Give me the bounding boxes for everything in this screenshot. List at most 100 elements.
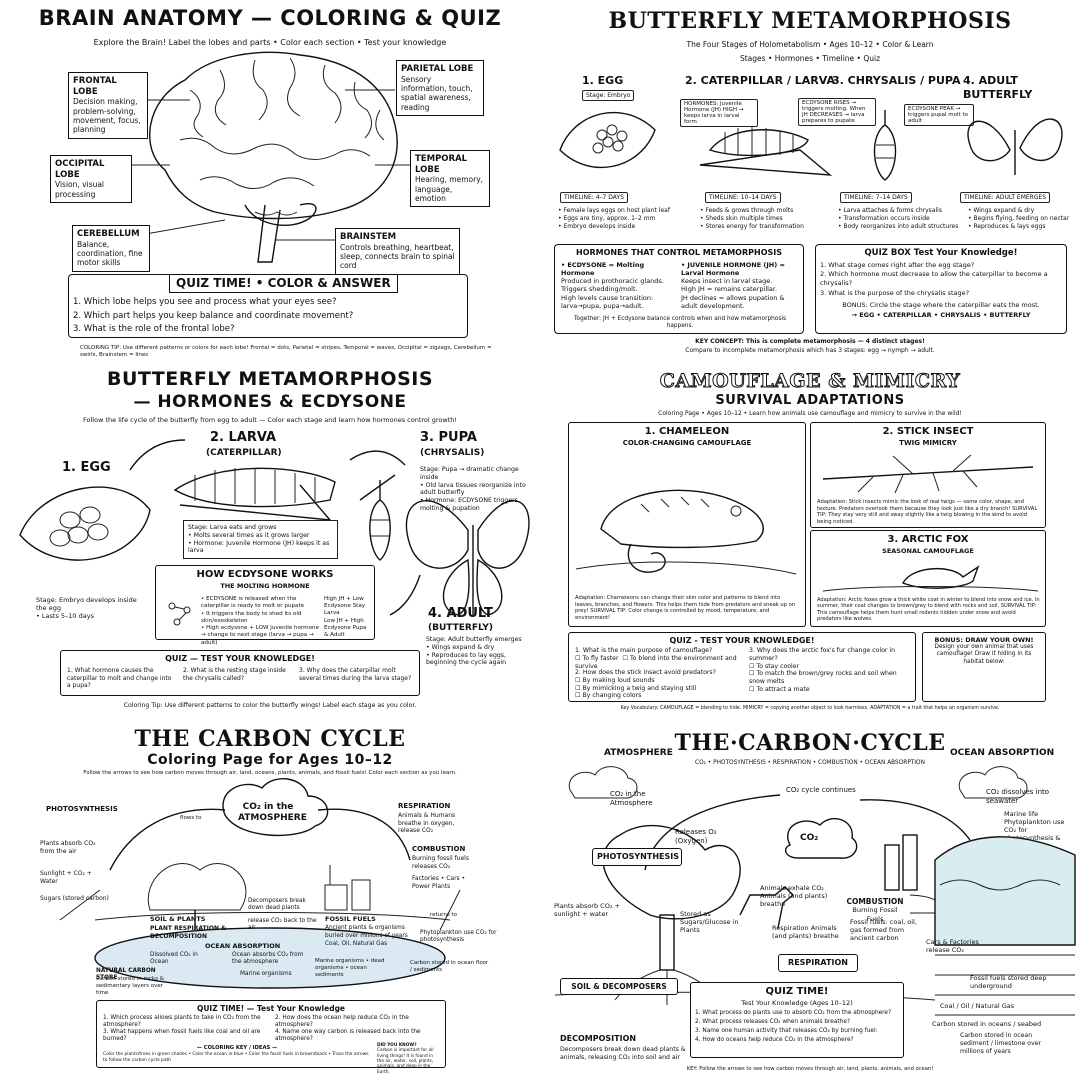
respiration-badge: RESPIRATION [778, 954, 858, 972]
ocean-absorption-heading: OCEAN ABSORPTION [950, 748, 1055, 758]
combustion-note: Burning fossil fuels releases CO₂ [412, 855, 469, 870]
butterfly2-title-line2: — HORMONES & ECDYSONE [133, 392, 407, 412]
stick-insect-heading: 2. STICK INSECT [882, 426, 974, 437]
carbon1-title: THE CARBON CYCLE [134, 726, 406, 752]
photosynthesis-badge: PHOTOSYNTHESIS [592, 848, 682, 866]
camouflage-worksheet: CAMOUFLAGE & MIMICRY SURVIVAL ADAPTATION… [540, 360, 1080, 720]
brain-quiz-q2: 2. Which part helps you keep balance and… [73, 310, 354, 321]
butterfly2-coloring-tip: Coloring Tip: Use different patterns to … [123, 702, 417, 709]
brain-worksheet: BRAIN ANATOMY — COLORING & QUIZ Explore … [0, 0, 540, 360]
coal-oil-gas-note: Coal / Oil / Natural Gas [940, 1002, 1015, 1010]
coloring-key-text: Color the plants/trees in green shades •… [103, 1052, 369, 1063]
high-jh-note: High JH + Low Ecdysone Stay Larva [324, 596, 366, 616]
hormones-box: HORMONES THAT CONTROL METAMORPHOSIS • EC… [554, 244, 804, 334]
jh-point: JH declines = allows pupation & adult de… [681, 293, 785, 310]
marine-organisms-label: Marine organisms [240, 971, 292, 977]
carbon2-quiz-box: QUIZ TIME! Test Your Knowledge (Ages 10–… [690, 982, 904, 1058]
carbon1-quiz-title: QUIZ TIME! — Test Your Knowledge [196, 1004, 346, 1013]
sugars-label: Sugars (stored carbon) [40, 895, 109, 902]
pupa-heading: 3. PUPA [420, 430, 477, 445]
adult-heading: 4. ADULT [428, 606, 493, 621]
ocean-absorbs-label: Ocean absorbs CO₂ from the atmosphere [232, 952, 304, 966]
cycle-continues-label: CO₂ cycle continues [786, 786, 856, 794]
camo-quiz-title: QUIZ - TEST YOUR KNOWLEDGE! [669, 636, 815, 645]
butterfly2-title: BUTTERFLY METAMORPHOSIS [106, 368, 434, 390]
natural-carbon-store-label: NATURAL CARBON STORE [96, 968, 156, 982]
jh-point: High JH = remains caterpillar. [681, 285, 778, 294]
butterfly1-quiz-title: QUIZ BOX Test Your Knowledge! [864, 248, 1018, 258]
ecdysone-box: HOW ECDYSONE WORKS THE MOLTING HORMONE E… [155, 565, 375, 646]
chameleon-heading: 1. CHAMELEON [644, 426, 730, 437]
butterfly2-quiz-title: QUIZ — TEST YOUR KNOWLEDGE! [165, 654, 315, 663]
larva-subheading: (CATERPILLAR) [206, 448, 282, 458]
bonus-text: Design your own animal that uses camoufl… [934, 644, 1034, 665]
butterfly1-bonus: BONUS: Circle the stage where the caterp… [842, 301, 1040, 310]
egg-stage-tag: Stage: Embryo [582, 90, 635, 101]
atmosphere-label: CO₂ in the ATMOSPHERE [238, 802, 307, 824]
butterfly1-nav: Stages • Hormones • Timeline • Quiz [739, 54, 881, 63]
chameleon-note: Adaptation: Chameleons can change their … [575, 595, 796, 621]
larva-heading: 2. LARVA [210, 430, 277, 445]
camo-vocabulary: Key Vocabulary: CAMOUFLAGE = blending to… [620, 706, 1000, 711]
carbon1-quiz-q1: 1. Which process allows plants to take i… [103, 1015, 261, 1029]
adult-facts: Wings expand & dryBegins flying, feeding… [968, 207, 1078, 230]
ecdysone-point: Produced in prothoracic glands. [561, 277, 664, 286]
decomposition-heading: DECOMPOSITION [560, 1034, 637, 1043]
plants-absorb-label: Plants absorb CO₂ from the air [40, 840, 96, 855]
co2-cloud-label: CO₂ [800, 833, 819, 843]
ecdysone-point: Triggers shedding/molt. [561, 285, 638, 294]
butterfly2-illustrations [19, 439, 530, 616]
butterfly1-subtitle: The Four Stages of Holometabolism • Ages… [686, 40, 934, 49]
combustion-sources: Factories • Cars • Power Plants [412, 875, 466, 890]
carbon2-quiz-q1: 1. What process do plants use to absorb … [695, 1009, 892, 1016]
ecdysone-heading: • ECDYSONE = Molting Hormone [561, 261, 645, 278]
limestone-note: Carbon stored in ocean sediment / limest… [960, 1032, 1042, 1055]
rocks-label: Carbon stored in rocks & sedimentary lay… [96, 976, 165, 996]
brain-quiz-q3: 3. What is the role of the frontal lobe? [73, 324, 235, 335]
cars-factories-note: Cars & Factories release CO₂ [926, 938, 979, 955]
soil-plants-label: SOIL & PLANTS [150, 915, 206, 923]
decomposers-label: Decomposers break down dead plants [248, 898, 306, 912]
atmosphere-note: CO₂ in the Atmosphere [610, 790, 653, 807]
larva-timeline: TIMELINE: 10–14 DAYS [705, 192, 781, 203]
camo-title: CAMOUFLAGE & MIMICRY [659, 370, 961, 393]
carbon1-quiz-q4: 4. Name one way carbon is released back … [275, 1029, 421, 1043]
returns-to-label: returns to [430, 912, 457, 918]
bonus-title: BONUS: DRAW YOUR OWN! [934, 636, 1034, 644]
adult-timeline: TIMELINE: ADULT EMERGES [960, 192, 1051, 203]
pupa-hormone-note: ECDYSONE RISES → triggers molting. When … [798, 98, 876, 126]
draw-your-own-box[interactable]: BONUS: DRAW YOUR OWN! Design your own an… [922, 632, 1046, 702]
carbon1-title-line2: Coloring Page for Ages 10–12 [147, 752, 393, 768]
egg-heading: 1. EGG [62, 460, 111, 475]
plant-respiration-label: PLANT RESPIRATION & DECOMPOSITION [150, 925, 227, 940]
did-you-know: DID YOU KNOW? Carbon is important for al… [377, 1043, 434, 1075]
carbon2-quiz-subtitle: Test Your Knowledge (Ages 10–12) [741, 998, 853, 1007]
carbon1-quiz-q3: 3. What happens when fossil fuels like c… [103, 1029, 261, 1043]
animals-exhale-label: Animals exhale CO₂ Animals (and plants) … [760, 884, 828, 909]
brain-title: BRAIN ANATOMY — COLORING & QUIZ [38, 6, 502, 30]
stick-insect-illustration [822, 454, 1034, 494]
photosynthesis-note: Plants absorb CO₂ + sunlight + water [554, 902, 620, 919]
larva-facts: Feeds & grows through moltsSheds skin mu… [700, 207, 830, 230]
jh-point: Keeps insect in larval stage. [681, 277, 773, 286]
pupa-subheading: (CHRYSALIS) [420, 448, 485, 458]
atmosphere-heading: ATMOSPHERE [604, 748, 673, 758]
respiration-note: Respiration Animals (and plants) breathe [772, 924, 839, 941]
arctic-fox-subheading: SEASONAL CAMOUFLAGE [882, 546, 974, 555]
stage-egg-heading: 1. EGG [582, 74, 624, 87]
egg-facts: Female lays eggs on host plant leafEggs … [558, 207, 688, 230]
coloring-key-title: — COLORING KEY / IDEAS — [196, 1045, 278, 1051]
ecdysone-box-points: ECDYSONE is released when the caterpilla… [201, 596, 321, 647]
combustion-badge: COMBUSTION Burning Fossil Fuels [840, 894, 910, 926]
butterfly2-quiz-q2: 2. What is the resting stage inside the … [183, 667, 286, 682]
butterfly1-quiz-box: QUIZ BOX Test Your Knowledge! 1. What st… [815, 244, 1067, 334]
carbon2-quiz-q4: 4. How do oceans help reduce CO₂ in the … [695, 1036, 854, 1043]
brain-quiz-title: QUIZ TIME! • COLOR & ANSWER [169, 274, 398, 293]
butterfly-hormones-worksheet: BUTTERFLY METAMORPHOSIS — HORMONES & ECD… [0, 360, 540, 720]
respiration-label: RESPIRATION [398, 802, 451, 810]
ocean-store-note: Carbon stored in oceans / seabed [932, 1020, 1042, 1028]
larva-hormone-note: HORMONES: Juvenile Hormone (JH) HIGH → k… [680, 99, 758, 127]
